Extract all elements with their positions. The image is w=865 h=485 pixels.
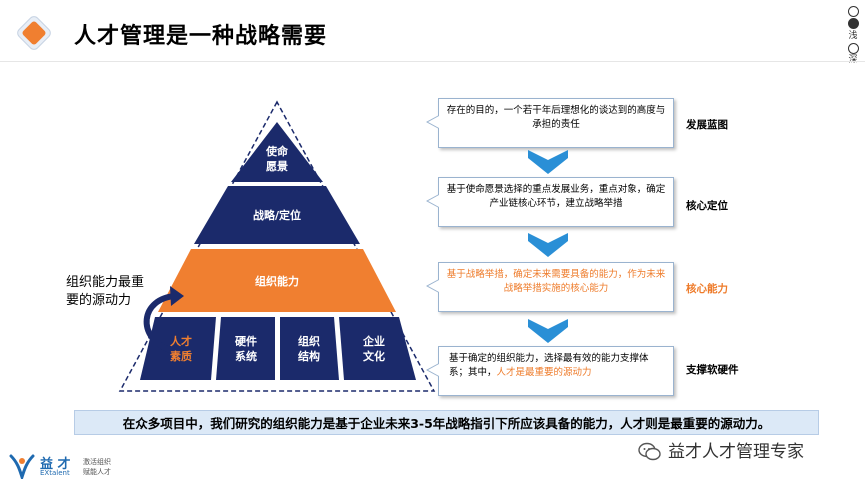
logo-icon <box>17 16 51 50</box>
callout-positioning: 基于使命愿景选择的重点发展业务，重点对象，确定产业链核心环节，建立战略举措 <box>426 177 674 227</box>
page-title: 人才管理是一种战略需要 <box>74 24 328 49</box>
pyramid-level-capability <box>158 249 396 312</box>
base-culture-line-2: 文化 <box>363 349 385 363</box>
base-talent-line-2: 素质 <box>170 349 192 363</box>
pyramid-base-culture <box>339 317 416 380</box>
pyramid-base-structure <box>280 317 339 380</box>
side-label: 组织能力最重 要的源动力 <box>66 274 176 310</box>
footer-tagline: 激活组织 赋能人才 <box>83 457 111 477</box>
side-label-line-1: 组织能力最重 <box>66 275 145 290</box>
down-arrow-icon <box>528 319 568 343</box>
pyramid-base-hardware <box>216 317 275 380</box>
pyramid-level-mission <box>231 122 323 182</box>
base-hardware-line-2: 系统 <box>235 349 257 363</box>
base-culture-line-1: 企业 <box>362 334 385 348</box>
pyramid-base-talent <box>140 317 216 380</box>
brand-logo-icon <box>9 454 35 479</box>
label-capability: 核心能力 <box>686 283 728 295</box>
header-divider <box>0 61 865 62</box>
label-support: 支撑软硬件 <box>686 364 739 376</box>
watermark-text: 益才人才管理专家 <box>668 442 804 462</box>
side-label-line-2: 要的源动力 <box>66 293 132 308</box>
level-strategy-label: 战略/定位 <box>253 208 301 222</box>
base-talent-line-1: 人才 <box>170 334 192 348</box>
callout-support-text: 基于确定的组织能力，选择最有效的能力支撑体系；其中， <box>449 353 649 378</box>
callout-support-highlight: 人才是最重要的源动力 <box>496 367 592 378</box>
base-hardware-line-1: 硬件 <box>235 334 257 348</box>
brand-vertical-char-1: 浅 <box>848 31 858 41</box>
callout-blueprint: 存在的目的，一个若干年后理想化的谈达到的高度与承担的责任 <box>426 98 674 148</box>
callout-support: 基于确定的组织能力，选择最有效的能力支撑体系；其中，人才是最重要的源动力 <box>426 346 674 396</box>
callout-capability: 基于战略举措，确定未来需要具备的能力，作为未来战略举措实施的核心能力 <box>426 262 674 312</box>
footer-tagline-line-2: 赋能人才 <box>83 468 111 476</box>
pyramid-diagram: 使命 愿景 战略/定位 组织能力 人才 素质 硬件 系统 组织 结构 企业 文化 <box>118 100 436 392</box>
label-positioning: 核心定位 <box>686 200 728 212</box>
base-structure-line-1: 组织 <box>298 334 320 348</box>
level-mission-line-1: 使命 <box>265 144 289 158</box>
brand-vertical-char-0: 深 <box>848 55 858 65</box>
footer-tagline-line-1: 激活组织 <box>83 458 111 466</box>
level-mission-line-2: 愿景 <box>266 160 288 173</box>
down-arrow-icon <box>528 233 568 257</box>
curved-arrow-icon <box>143 293 177 353</box>
watermark: 益才人才管理专家 <box>638 437 804 462</box>
label-blueprint: 发展蓝图 <box>686 119 728 131</box>
down-arrow-icon <box>528 150 568 174</box>
level-capability-label: 组织能力 <box>255 274 299 288</box>
base-structure-line-2: 结构 <box>297 349 320 363</box>
footer-brand-en: EXtalent <box>40 469 70 477</box>
footer-brand: 益 才 <box>40 457 71 472</box>
brand-vertical-mark: 浅 深 <box>845 6 861 66</box>
pyramid-level-strategy <box>194 186 360 244</box>
wechat-icon <box>638 442 661 461</box>
summary-banner: 在众多项目中，我们研究的组织能力是基于企业未来3-5年战略指引下所应该具备的能力… <box>74 410 819 435</box>
